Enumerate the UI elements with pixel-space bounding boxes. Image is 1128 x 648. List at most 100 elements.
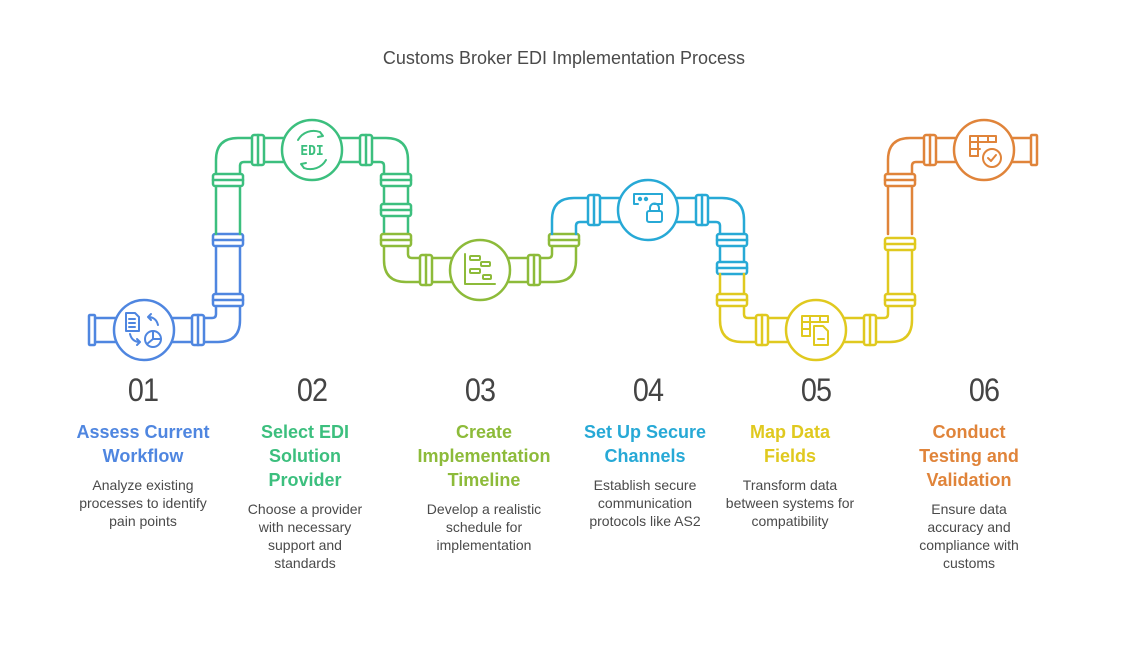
step-title-line: Implementation [417, 446, 551, 466]
table-check-icon [952, 118, 1016, 182]
step-description-line: between systems for [725, 495, 855, 511]
edi-icon-label: EDI [300, 144, 323, 159]
step-description-line: support and [268, 537, 342, 553]
step-title-line: Select EDI [260, 422, 350, 442]
step-number: 03 [464, 372, 496, 408]
pipe-flange [754, 313, 770, 347]
step-description-line: Develop a realistic [426, 501, 542, 517]
pipe-flange [694, 193, 710, 227]
pipe-flange [358, 133, 374, 167]
step-description-line: schedule for [445, 519, 523, 535]
pipe-flange [526, 253, 542, 287]
pipe-end-cap [87, 313, 97, 347]
secure-password-lock-icon [616, 178, 680, 242]
step-description: Choose a provider with necessary support a… [220, 500, 390, 572]
pipe-flange [190, 313, 206, 347]
step-number: 06 [968, 372, 1000, 408]
step-title-line: Provider [268, 470, 342, 490]
step-number: 01 [127, 372, 159, 408]
pipe-end-cap [1029, 133, 1039, 167]
pipe-segment-6 [886, 136, 1036, 236]
pipe-flange [883, 236, 917, 252]
gauge-circle [112, 298, 176, 362]
pipe-flange [211, 292, 245, 308]
pipe-flange [547, 232, 581, 248]
step-description-line: communication [597, 495, 693, 511]
step-title-line: Validation [926, 470, 1012, 490]
gauge-circle [784, 298, 848, 362]
step-description-line: protocols like AS2 [589, 513, 701, 529]
pipe-flange [379, 232, 413, 248]
step-title-line: Channels [604, 446, 686, 466]
pipe-flange [715, 292, 749, 308]
step-description-line: Analyze existing [92, 477, 194, 493]
step-number: 04 [632, 372, 664, 408]
step-number: 02 [296, 372, 328, 408]
step-title-line: Solution [269, 446, 341, 466]
pipe-flange [862, 313, 878, 347]
step-description: Develop a realistic schedule for implement… [399, 500, 569, 554]
diagram-title: Customs Broker EDI Implementation Proces… [382, 48, 746, 68]
step-description-line: Ensure data [931, 501, 1007, 517]
pipe-segment-1 [90, 238, 242, 344]
step-description-line: Choose a provider [247, 501, 363, 517]
step-description-line: processes to identify [79, 495, 207, 511]
step-title-line: Set Up Secure [583, 422, 707, 442]
step-title-line: Timeline [447, 470, 521, 490]
pipe-flange [211, 172, 245, 188]
step-description-line: standards [274, 555, 336, 571]
pipe-flange [586, 193, 602, 227]
pipe-flange [250, 133, 266, 167]
pipe-flange [211, 232, 245, 248]
pipe-flange [379, 202, 413, 218]
step-description: Transform data between systems for compati… [705, 476, 875, 530]
step-title-line: Conduct [932, 422, 1006, 442]
step-description: Establish secure communication protocols l… [560, 476, 730, 530]
step-description-line: Transform data [742, 477, 838, 493]
step-description-line: Establish secure [593, 477, 697, 493]
pipe-flange [883, 292, 917, 308]
step-title-line: Fields [763, 446, 816, 466]
step-title-line: Create [455, 422, 513, 442]
step-title-line: Assess Current [76, 422, 210, 442]
step-title-line: Map Data [749, 422, 830, 442]
pipe-flange [922, 133, 938, 167]
gauge-circle [280, 118, 344, 182]
pipe-flange [418, 253, 434, 287]
table-file-icon [784, 298, 848, 362]
step-description-line: with necessary [258, 519, 352, 535]
gantt-chart-icon [448, 238, 512, 302]
document-chart-cycle-icon [112, 298, 176, 362]
pipe-segment-1 [90, 238, 218, 320]
step-number: 05 [800, 372, 832, 408]
pipe-flange [883, 172, 917, 188]
pipe-segment-6 [910, 160, 1036, 236]
step-description-line: compatibility [751, 513, 829, 529]
step-title-line: Testing and [919, 446, 1019, 466]
step-description-line: pain points [109, 513, 177, 529]
step-description-line: implementation [436, 537, 532, 553]
pipe-flange [715, 232, 749, 248]
step-description-line: accuracy and [927, 519, 1011, 535]
step-description-line: compliance with [919, 537, 1019, 553]
pipe-flange [715, 260, 749, 276]
pipe-flange [379, 172, 413, 188]
gauge-circle [616, 178, 680, 242]
gauge-circle [952, 118, 1016, 182]
edi-sync-icon: EDI [280, 118, 344, 182]
pipeline-diagram: EDI [87, 118, 1039, 362]
step-description: Analyze existing processes to identify pai… [58, 476, 228, 530]
